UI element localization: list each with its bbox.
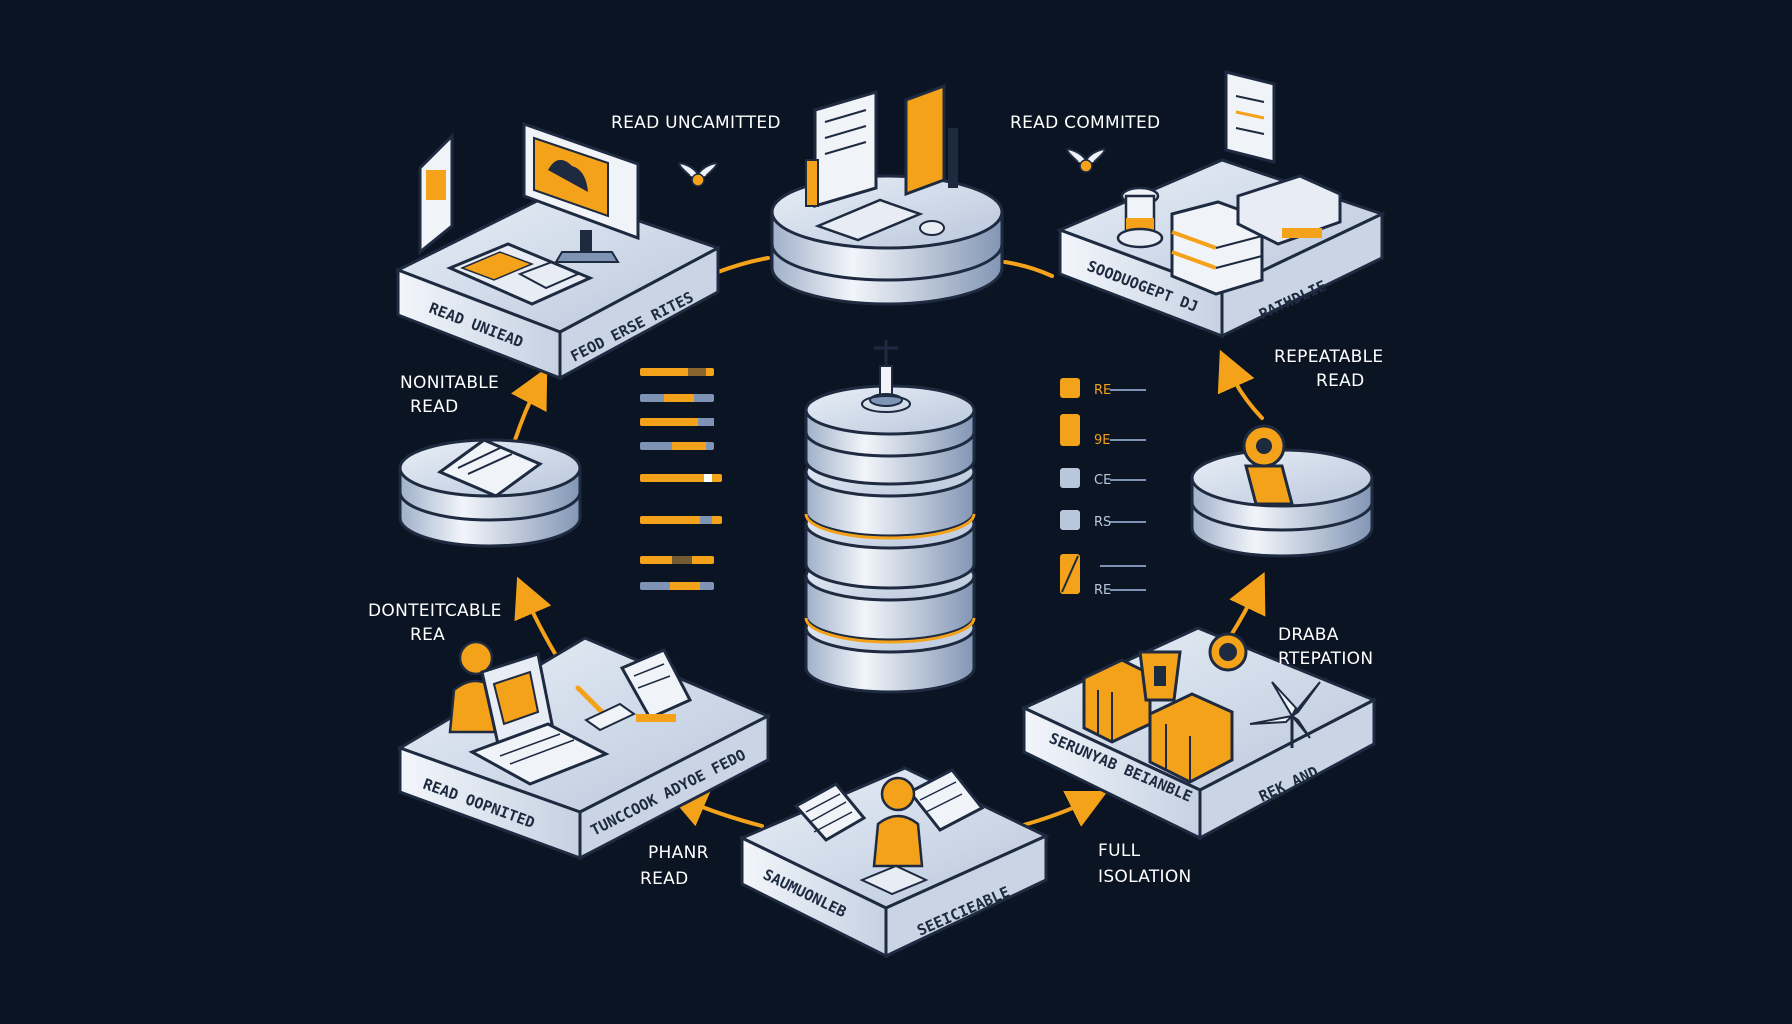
legend-item-label: RS (1094, 515, 1111, 530)
document-stack-icon (793, 782, 867, 842)
label-phanr-line1: PHANR (648, 843, 709, 863)
badge-icon (1208, 632, 1248, 672)
person-icon (872, 776, 924, 868)
label-repeatable-line2: READ (1316, 371, 1364, 391)
arrow-top-to-tr (1003, 260, 1054, 278)
document-icon (904, 83, 958, 197)
valve-icon (861, 340, 911, 413)
left-legend (640, 368, 722, 590)
document-stack-icon (619, 648, 693, 722)
platform-right-cylinder (1190, 424, 1374, 558)
central-database (804, 340, 976, 694)
platform-top-right: SOODUOGEPT DJ PATHDLIE (1055, 70, 1386, 339)
winged-icon (678, 162, 718, 187)
arrow-tl-to-top (716, 256, 770, 274)
box-icon (1082, 658, 1152, 744)
arrow-to-full (1018, 791, 1108, 828)
label-repeatable-line1: REPEATABLE (1274, 347, 1383, 367)
hourglass-icon (1116, 186, 1164, 249)
cup-icon (1138, 650, 1182, 702)
platform-bottom-right: SERUNYAB BEIANBLE REK AND (1020, 626, 1378, 841)
legend-bar (640, 394, 714, 402)
document-icon (805, 89, 878, 209)
label-draba-line2: RTEPATION (1278, 649, 1373, 669)
label-full-line1: FULL (1098, 841, 1141, 861)
database-disk (804, 384, 976, 458)
legend-bar (640, 556, 714, 564)
legend-bar (640, 516, 722, 524)
box-icon (1148, 692, 1234, 784)
laptop-icon (468, 652, 610, 786)
keyboard-icon (446, 242, 594, 306)
label-nonitable-line1: NONITABLE (400, 373, 499, 393)
legend-item-label: CE (1094, 473, 1111, 488)
document-stack-icon (1236, 174, 1342, 246)
legend-item: 9E (1060, 414, 1146, 448)
legend-item: RS (1060, 510, 1146, 530)
legend-item: RE (1060, 554, 1146, 598)
label-donteitcable-line1: DONTEITCABLE (368, 601, 502, 621)
windmill-icon (1249, 681, 1321, 748)
platform-bottom-left: READ OOPNITED TUNCCOOK ADYOE FEDO (396, 636, 772, 861)
legend-bar (640, 582, 714, 590)
arrow-to-draba (1226, 571, 1266, 642)
document-stack-icon (907, 768, 985, 832)
label-donteitcable-line2: REA (410, 625, 445, 645)
legend-item: CE (1060, 468, 1146, 488)
legend-bar (640, 442, 714, 450)
label-read-committed: READ COMMITED (1010, 113, 1160, 133)
winged-icon (1066, 148, 1106, 173)
label-nonitable-line2: READ (410, 397, 458, 417)
platform-top-center (770, 83, 1004, 306)
arrow-to-repeatable (1217, 349, 1264, 420)
legend-item: RE (1060, 378, 1146, 398)
platform-bottom-center: SAUMUONLEB SEEICIEABLE (738, 766, 1050, 959)
legend-bar (640, 474, 722, 482)
label-full-line2: ISOLATION (1098, 867, 1192, 887)
pen-icon (575, 685, 636, 732)
legend-bar (640, 418, 714, 426)
right-legend: RE 9E CE RS RE (1060, 378, 1146, 598)
label-draba-line1: DRABA (1278, 625, 1339, 645)
legend-bar (640, 368, 714, 376)
lock-icon (1242, 424, 1294, 506)
chart-panel-icon (418, 132, 454, 256)
label-phanr-line2: READ (640, 869, 688, 889)
keyboard-icon (814, 198, 945, 242)
label-read-uncammitted: READ UNCAMITTED (611, 113, 781, 133)
tray-icon (859, 864, 929, 896)
arrow-to-phanr (666, 789, 764, 828)
platform-top-left: READ UNIEAD FEOD ERSE RITES (394, 121, 722, 381)
clipboard-icon (1224, 70, 1276, 164)
arrow-to-nonitable (511, 367, 548, 442)
monitor-icon (522, 121, 640, 263)
document-stack-icon (436, 438, 544, 498)
legend-item-label: RE (1094, 583, 1111, 598)
platform-left-cylinder (398, 438, 582, 548)
legend-item-label: RE (1094, 383, 1111, 398)
legend-item-label: 9E (1094, 433, 1111, 448)
